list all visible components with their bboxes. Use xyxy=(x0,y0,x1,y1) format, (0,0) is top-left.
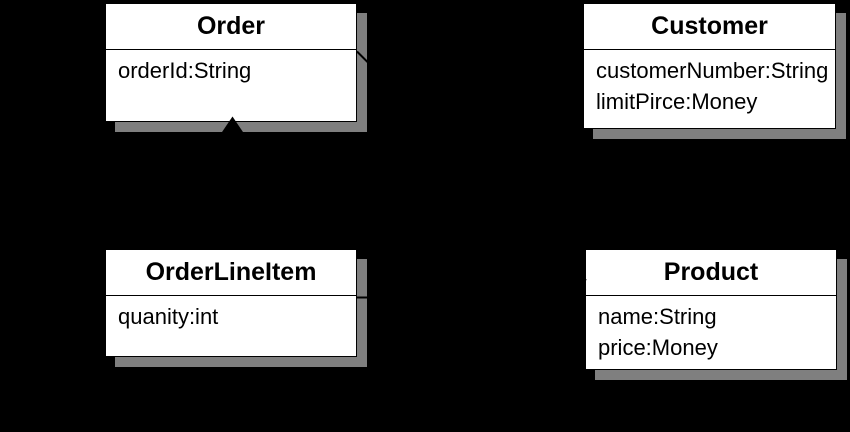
class-title: Product xyxy=(586,250,836,296)
attribute: name:String xyxy=(598,304,717,329)
attribute-list: name:String price:Money xyxy=(586,296,836,363)
attribute: orderId:String xyxy=(118,58,252,83)
class-orderlineitem[interactable]: OrderLineItem quanity:int xyxy=(105,249,357,357)
class-order[interactable]: Order orderId:String xyxy=(105,3,357,122)
connector-order-diagonal xyxy=(356,50,587,282)
attribute: price:Money xyxy=(598,335,718,360)
class-customer[interactable]: Customer customerNumber:String limitPirc… xyxy=(583,3,836,129)
class-title: Customer xyxy=(584,4,835,50)
attribute: quanity:int xyxy=(118,304,219,329)
class-product[interactable]: Product name:String price:Money xyxy=(585,249,837,370)
attribute-list: orderId:String xyxy=(106,50,356,86)
attribute-list: customerNumber:String limitPirce:Money xyxy=(584,50,835,117)
attribute: customerNumber:String xyxy=(596,58,829,83)
class-title: OrderLineItem xyxy=(106,250,356,296)
attribute-list: quanity:int xyxy=(106,296,356,332)
attribute: limitPirce:Money xyxy=(596,89,758,114)
class-title: Order xyxy=(106,4,356,50)
